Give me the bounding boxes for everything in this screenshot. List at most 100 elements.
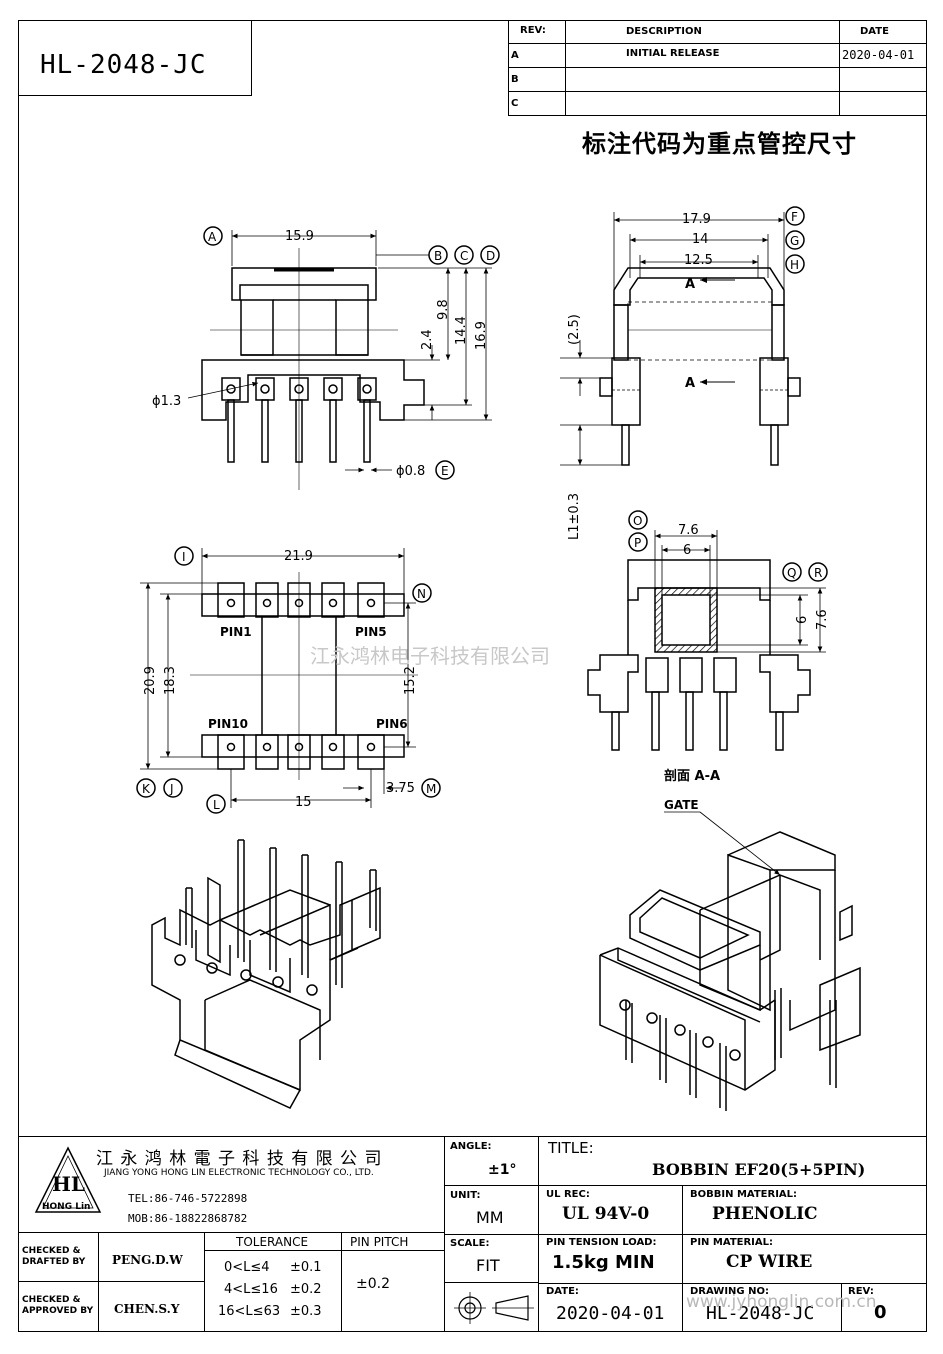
date-header: DATE: [860, 26, 889, 37]
label-pin10: PIN10: [208, 717, 248, 731]
projection-symbol: [454, 1292, 534, 1324]
section-label-bottom: A: [685, 376, 695, 391]
isometric-view-pins-down: [599, 811, 861, 1111]
ul-rec-label: UL REC:: [546, 1189, 590, 1200]
company-name-cn: 江 永 鸿 林 電 子 科 技 有 限 公 司: [96, 1149, 383, 1169]
label-pin6: PIN6: [376, 717, 408, 731]
pin-tension-value: 1.5kg MIN: [552, 1252, 655, 1273]
marker-p: P: [634, 536, 641, 550]
dim-side-w3: 12.5: [684, 253, 713, 268]
dim-section-w2: 6: [683, 543, 691, 558]
url-watermark: www.jyhonglin.com.cn: [686, 1292, 877, 1312]
company-mob: MOB:86-18822868782: [128, 1212, 248, 1225]
drafted-value: PENG.D.W: [112, 1253, 183, 1267]
pin-material-label: PIN MATERIAL:: [690, 1237, 773, 1248]
dim-front-width: 15.9: [285, 229, 314, 244]
marker-h: H: [790, 258, 799, 272]
tolerance-range-1: 0<L≤4: [224, 1260, 270, 1275]
label-pin5: PIN5: [355, 625, 387, 639]
dim-front-h4: 16.9: [474, 321, 489, 350]
dim-bottom-pitch: 15: [295, 795, 312, 810]
marker-l: L: [213, 798, 220, 812]
marker-m: M: [426, 782, 436, 796]
scale-label: SCALE:: [450, 1238, 490, 1249]
tolerance-range-3: 16<L≤63: [218, 1304, 281, 1319]
revision-table: REV: DESCRIPTION DATE A INITIAL RELEASE …: [508, 20, 927, 116]
tolerance-range-2: 4<L≤16: [224, 1282, 278, 1297]
marker-n: N: [417, 587, 426, 601]
marker-e: E: [441, 464, 449, 478]
pin-pitch-value: ±0.2: [356, 1276, 390, 1292]
rev-value: 0: [874, 1302, 887, 1323]
tolerance-label: TOLERANCE: [236, 1235, 309, 1249]
angle-label: ANGLE:: [450, 1141, 492, 1152]
rev-row-a-description: INITIAL RELEASE: [626, 48, 720, 59]
tolerance-value-1: ±0.1: [290, 1260, 322, 1275]
front-view: [187, 226, 500, 490]
section-label-top: A: [685, 277, 695, 292]
dim-bottom-h1: 20.9: [143, 666, 158, 695]
drawing-no-label: DRAWING NO:: [690, 1286, 769, 1297]
dim-bottom-h2: 18.3: [163, 666, 178, 695]
dim-side-v2: L1±0.3: [567, 493, 582, 540]
description-header: DESCRIPTION: [626, 26, 702, 37]
marker-j: J: [169, 782, 174, 796]
part-number-box: [18, 20, 252, 96]
marker-g: G: [790, 234, 799, 248]
dim-front-h1: 2.4: [420, 329, 435, 350]
approved-label: CHECKED & APPROVED BY: [22, 1295, 94, 1316]
company-name-en: JIANG YONG HONG LIN ELECTRONIC TECHNOLOG…: [104, 1168, 374, 1178]
bobbin-material-label: BOBBIN MATERIAL:: [690, 1189, 798, 1200]
marker-r: R: [814, 566, 822, 580]
dim-front-h2: 9.8: [436, 299, 451, 320]
rev-label: REV:: [848, 1286, 874, 1297]
rev-row-a-date: 2020-04-01: [842, 48, 915, 62]
part-number: HL-2048-JC: [40, 50, 207, 80]
gate-label: GATE: [664, 798, 699, 812]
dim-section-h1: 6: [795, 616, 810, 624]
side-view: [560, 206, 805, 466]
date-value: 2020-04-01: [556, 1303, 665, 1324]
date-label: DATE:: [546, 1286, 579, 1297]
dim-side-w1: 17.9: [682, 212, 711, 227]
section-caption: 剖面 A-A: [664, 768, 720, 784]
company-logo: [34, 1146, 102, 1213]
dim-bottom-h3: 15.2: [403, 666, 418, 695]
section-view: [587, 510, 828, 751]
logo-text: HL: [52, 1172, 85, 1196]
marker-q: Q: [787, 566, 796, 580]
control-dimensions-note: 标注代码为重点管控尺寸: [582, 130, 857, 158]
dim-front-hole: ϕ1.3: [152, 394, 181, 409]
rev-row-c: C: [511, 98, 519, 109]
rev-header: REV:: [520, 25, 546, 36]
dim-section-h2: 7.6: [815, 609, 830, 630]
drawing-no-value: HL-2048-JC: [706, 1303, 815, 1324]
bobbin-material-value: PHENOLIC: [712, 1204, 818, 1224]
logo-subtext: HONG Lin: [42, 1202, 91, 1212]
marker-a: A: [208, 230, 217, 244]
marker-d: D: [486, 249, 495, 263]
unit-label: UNIT:: [450, 1190, 481, 1201]
title-block: HL HONG Lin 江 永 鸿 林 電 子 科 技 有 限 公 司 JIAN…: [18, 1136, 927, 1332]
tolerance-value-2: ±0.2: [290, 1282, 322, 1297]
marker-f: F: [791, 210, 798, 224]
scale-value: FIT: [476, 1256, 500, 1275]
title-label: TITLE:: [548, 1139, 594, 1157]
dim-bottom-width: 21.9: [284, 549, 313, 564]
label-pin1: PIN1: [220, 625, 252, 639]
approved-value: CHEN.S.Y: [114, 1302, 180, 1316]
rev-row-b: B: [511, 74, 519, 85]
drafted-label: CHECKED & DRAFTED BY: [22, 1246, 86, 1267]
pin-pitch-label: PIN PITCH: [350, 1235, 409, 1249]
unit-value: MM: [476, 1208, 504, 1227]
pin-tension-label: PIN TENSION LOAD:: [546, 1237, 657, 1248]
title-value: BOBBIN EF20(5+5PIN): [652, 1160, 866, 1179]
isometric-view-pins-up: [151, 839, 381, 1109]
ul-rec-value: UL 94V-0: [562, 1204, 650, 1224]
dim-side-v1: (2.5): [567, 314, 582, 345]
marker-c: C: [460, 249, 468, 263]
dim-front-h3: 14.4: [454, 316, 469, 345]
rev-row-a: A: [511, 50, 519, 61]
watermark: 江永鸿林电子科技有限公司: [310, 644, 550, 668]
angle-value: ±1°: [488, 1162, 517, 1178]
